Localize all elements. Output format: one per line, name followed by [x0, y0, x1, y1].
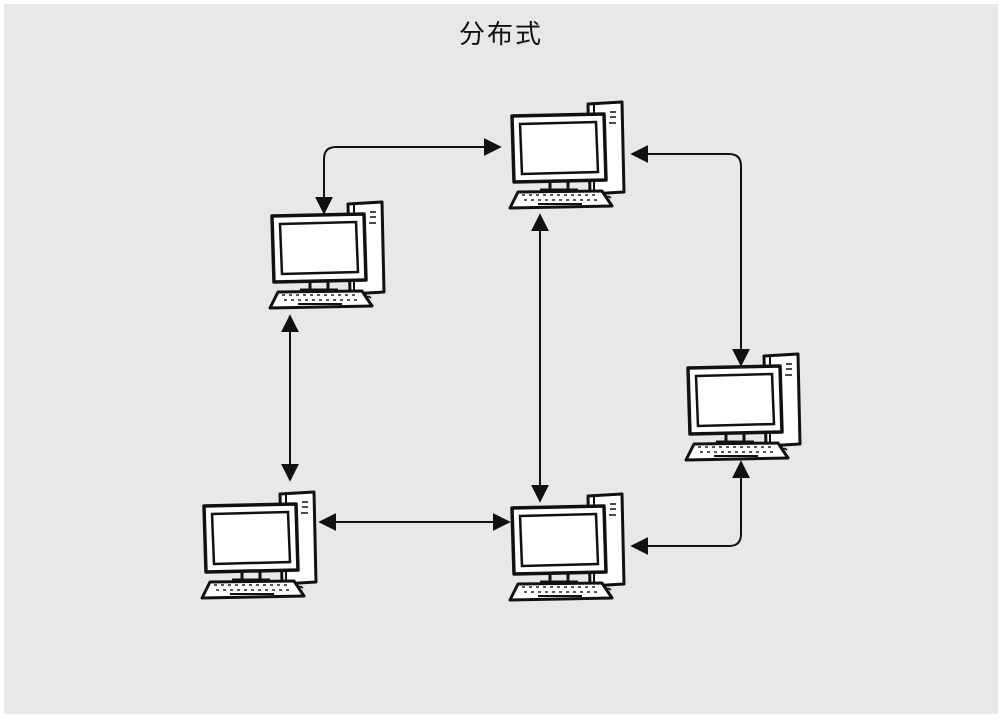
edge-left-top: [315, 138, 502, 215]
diagram-canvas: 分布式: [4, 4, 998, 714]
edge-top-right: [630, 145, 750, 367]
network-diagram: [200, 100, 802, 602]
computer-left: [268, 200, 386, 310]
computer-bottom-left: [200, 490, 318, 600]
computer-top: [508, 100, 626, 210]
computer-right: [684, 352, 802, 462]
edge-bottom-center-right: [630, 460, 750, 555]
computer-bottom-center: [508, 492, 626, 602]
diagram-title: 分布式: [458, 20, 543, 50]
